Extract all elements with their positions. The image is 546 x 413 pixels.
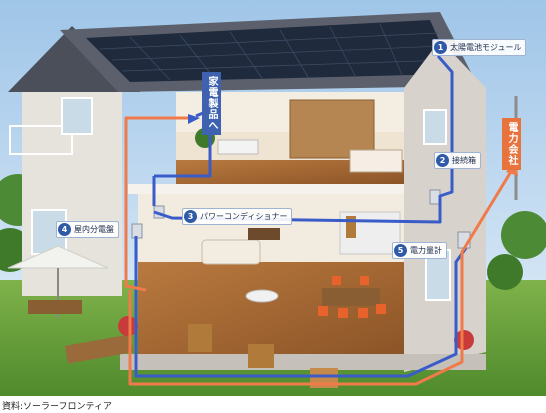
desk [217, 139, 259, 155]
wardrobe [289, 99, 375, 159]
tag-number: 2 [436, 154, 449, 167]
tag-number: 4 [58, 223, 71, 236]
foundation [120, 354, 486, 370]
tag-solar-module: 1 太陽電池モジュール [432, 39, 527, 56]
right-gable-wall [404, 40, 486, 372]
source-caption: 資料:ソーラーフロンティア [2, 402, 112, 412]
flow-ac-line [124, 116, 514, 386]
tag-power-conditioner: 3 パワーコンディショナー [182, 208, 293, 225]
tag-text: 屋内分電盤 [74, 225, 114, 234]
kitchen-counter [339, 211, 401, 255]
tag-number: 5 [394, 244, 407, 257]
tag-number: 1 [434, 41, 447, 54]
deck-chair-2 [248, 344, 274, 368]
tag-number: 3 [184, 210, 197, 223]
patio-table [28, 300, 82, 314]
sofa [201, 239, 261, 265]
upper-floor-floor [176, 160, 404, 184]
tv-cabinet [248, 228, 280, 240]
tag-junction-box: 2 接続箱 [434, 152, 481, 169]
utility-company-label: 電力会社 [502, 118, 521, 170]
tag-distribution-panel: 4 屋内分電盤 [56, 221, 119, 238]
tag-text: 接続箱 [452, 156, 476, 165]
deck-chair-1 [188, 324, 212, 352]
bench [64, 334, 134, 364]
tag-text: 電力量計 [410, 246, 442, 255]
to-appliances-label: 家電製品へ [202, 72, 221, 135]
balcony [9, 125, 73, 155]
tag-text: 太陽電池モジュール [450, 43, 522, 52]
bed [349, 149, 403, 173]
solar-panels [86, 20, 454, 82]
house-cutaway-illustration [0, 0, 546, 396]
coffee-table [245, 289, 279, 303]
flower-pot-left [118, 316, 138, 336]
tag-power-meter: 5 電力量計 [392, 242, 447, 259]
tag-text: パワーコンディショナー [200, 212, 288, 221]
floor-slab [128, 184, 404, 194]
arrowhead-to-appliances [188, 114, 200, 124]
dining-table [322, 288, 380, 306]
gable-window [423, 109, 447, 145]
flower-pot-right [454, 330, 474, 350]
distribution-panel-unit [131, 223, 143, 239]
left-window [61, 97, 93, 135]
dining-chairs [318, 276, 386, 318]
